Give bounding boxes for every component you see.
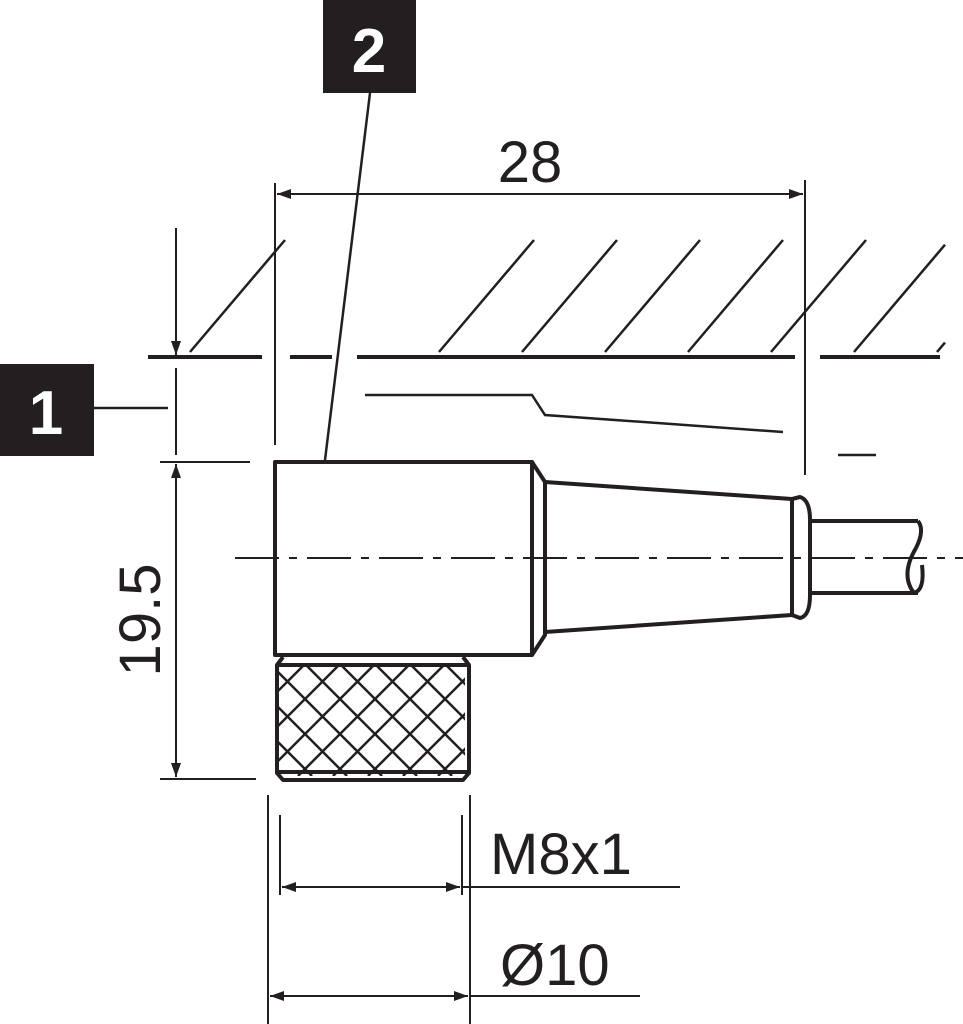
wall-hatching [189, 239, 946, 353]
callout-2: 2 [323, 0, 416, 461]
knurl-line [279, 706, 348, 776]
knurl-line [480, 664, 592, 776]
connector-body [273, 460, 925, 657]
callout-1: 1 [0, 364, 168, 456]
knurl-line [444, 664, 465, 686]
knurl-line [304, 664, 418, 776]
hatch-line [853, 243, 946, 353]
callout-2-number: 2 [352, 17, 386, 86]
knurl-line [437, 747, 465, 776]
knurl-line [332, 664, 446, 776]
hatch-line [770, 239, 867, 353]
knurl-line [279, 664, 376, 762]
dimension-length-label: 28 [498, 130, 563, 195]
dimension-thread [279, 815, 680, 895]
knurl-line [123, 664, 235, 776]
knurl-line [374, 664, 465, 756]
dimension-length [274, 180, 806, 475]
hatch-line [189, 239, 286, 353]
knurl-line [402, 712, 465, 776]
callout-1-number: 1 [29, 379, 63, 448]
dimension-diameter [267, 795, 640, 1024]
knurl-line [409, 664, 465, 721]
knurl-line [550, 664, 662, 776]
knurled-nut [88, 655, 662, 782]
dimension-diameter-label: Ø10 [500, 933, 610, 998]
knurl-line [515, 664, 627, 776]
knurl-line [279, 671, 383, 776]
knurl-line [279, 664, 306, 692]
knurl-line [158, 664, 270, 776]
dimension-height [160, 228, 256, 780]
hatch-line [438, 239, 535, 353]
hatch-line [604, 239, 701, 353]
hidden-contour [365, 393, 876, 457]
knurl-line [279, 664, 341, 727]
dimension-height-label: 19.5 [108, 564, 173, 677]
hatch-line [521, 239, 618, 353]
knurl-line [279, 741, 313, 776]
knurl-line [367, 677, 465, 776]
knurl-line [339, 664, 453, 776]
knurl-line [88, 664, 200, 776]
hatch-line [687, 239, 784, 353]
knurl-line [297, 664, 411, 776]
dimension-thread-label: M8x1 [490, 822, 632, 887]
hatch-line [936, 341, 946, 353]
